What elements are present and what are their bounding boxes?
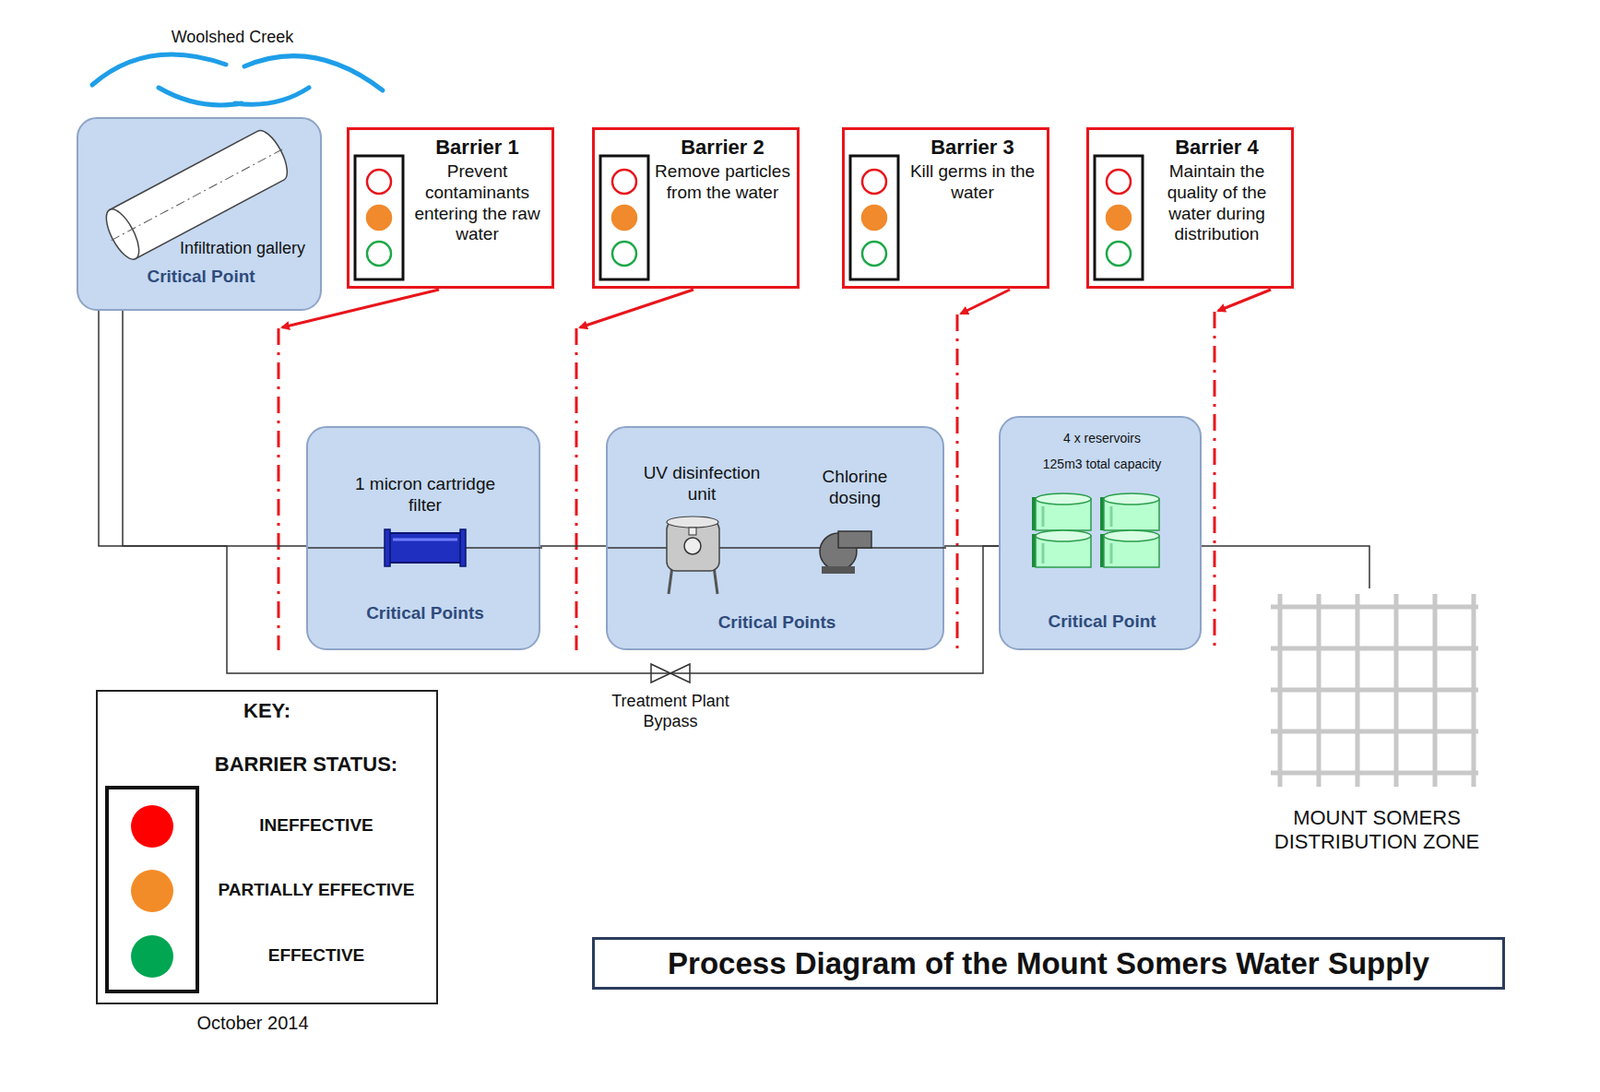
barrier-box: Barrier 1Prevent contaminants entering t… bbox=[346, 127, 555, 289]
barrier-box: Barrier 2Remove particles from the water bbox=[592, 127, 800, 289]
node-text: UV disinfection unit bbox=[628, 462, 776, 506]
diagram-title: Process Diagram of the Mount Somers Wate… bbox=[667, 945, 1430, 983]
barrier-title: Barrier 1 bbox=[406, 135, 548, 160]
storage-box: 4 x reservoirs 125m3 total capacityCritic… bbox=[998, 415, 1202, 651]
process-box: 1 micron cartridge filterCritical Points bbox=[306, 426, 541, 651]
barrier-title: Barrier 3 bbox=[901, 135, 1043, 160]
process-box: UV disinfection unit Chlorine dosingCriti… bbox=[605, 426, 945, 651]
creek-waves bbox=[92, 54, 383, 106]
barrier-description: Maintain the quality of the water during… bbox=[1146, 161, 1288, 246]
traffic-light-icon bbox=[1089, 130, 1154, 292]
pipe-connector bbox=[1201, 545, 1370, 589]
legend-swatch bbox=[130, 935, 174, 978]
legend-swatch bbox=[130, 805, 174, 848]
node-text: MOUNT SOMERS DISTRIBUTION ZONE bbox=[1259, 805, 1494, 855]
pipe-connector bbox=[122, 310, 999, 674]
critical-point-label: Critical Point bbox=[96, 266, 306, 288]
key-subheading: BARRIER STATUS: bbox=[175, 752, 438, 777]
barrier-arrows bbox=[282, 289, 1271, 328]
critical-point-label: Critical Points bbox=[308, 603, 543, 625]
node-text: Infiltration gallery bbox=[165, 238, 320, 260]
creek-name: Woolshed Creek bbox=[121, 27, 344, 48]
critical-point-label: Critical Points bbox=[607, 612, 947, 634]
pipe-connector bbox=[540, 545, 606, 547]
barrier-title: Barrier 2 bbox=[651, 135, 794, 160]
title-box: Process Diagram of the Mount Somers Wate… bbox=[592, 936, 1506, 990]
key-box bbox=[96, 690, 438, 1004]
barrier-description: Remove particles from the water bbox=[651, 161, 794, 204]
node-text: 1 micron cartridge filter bbox=[346, 474, 504, 517]
barrier-title: Barrier 4 bbox=[1146, 135, 1288, 160]
traffic-light-icon bbox=[349, 130, 415, 292]
barrier-box: Barrier 3Kill germs in the water bbox=[841, 127, 1050, 289]
barrier-leader-lines bbox=[278, 311, 1215, 651]
node-text: 4 x reservoirs bbox=[1000, 430, 1204, 447]
critical-point-label: Critical Point bbox=[1000, 611, 1204, 633]
node-text: 125m3 total capacity bbox=[1000, 456, 1204, 473]
traffic-light-icon bbox=[844, 130, 910, 292]
key-heading: KEY: bbox=[96, 699, 438, 723]
date-label: October 2014 bbox=[142, 1011, 364, 1034]
distribution-grid bbox=[1270, 588, 1483, 796]
source-box: Infiltration galleryCritical Point bbox=[76, 117, 322, 311]
barrier-description: Prevent contaminants entering the raw wa… bbox=[406, 161, 548, 246]
node-text: Chlorine dosing bbox=[805, 466, 905, 510]
legend-text: PARTIALLY EFFECTIVE bbox=[201, 879, 432, 901]
legend-text: INEFFECTIVE bbox=[201, 815, 432, 837]
barrier-box: Barrier 4Maintain the quality of the wat… bbox=[1086, 127, 1294, 289]
barrier-description: Kill germs in the water bbox=[901, 161, 1043, 204]
traffic-light-icon bbox=[594, 130, 660, 292]
connector-label: Treatment Plant Bypass bbox=[596, 691, 745, 732]
pipe-connector bbox=[98, 310, 307, 546]
legend-swatch bbox=[130, 869, 174, 913]
distribution-zone: MOUNT SOMERS DISTRIBUTION ZONE bbox=[1270, 588, 1483, 870]
legend-text: EFFECTIVE bbox=[201, 945, 432, 967]
